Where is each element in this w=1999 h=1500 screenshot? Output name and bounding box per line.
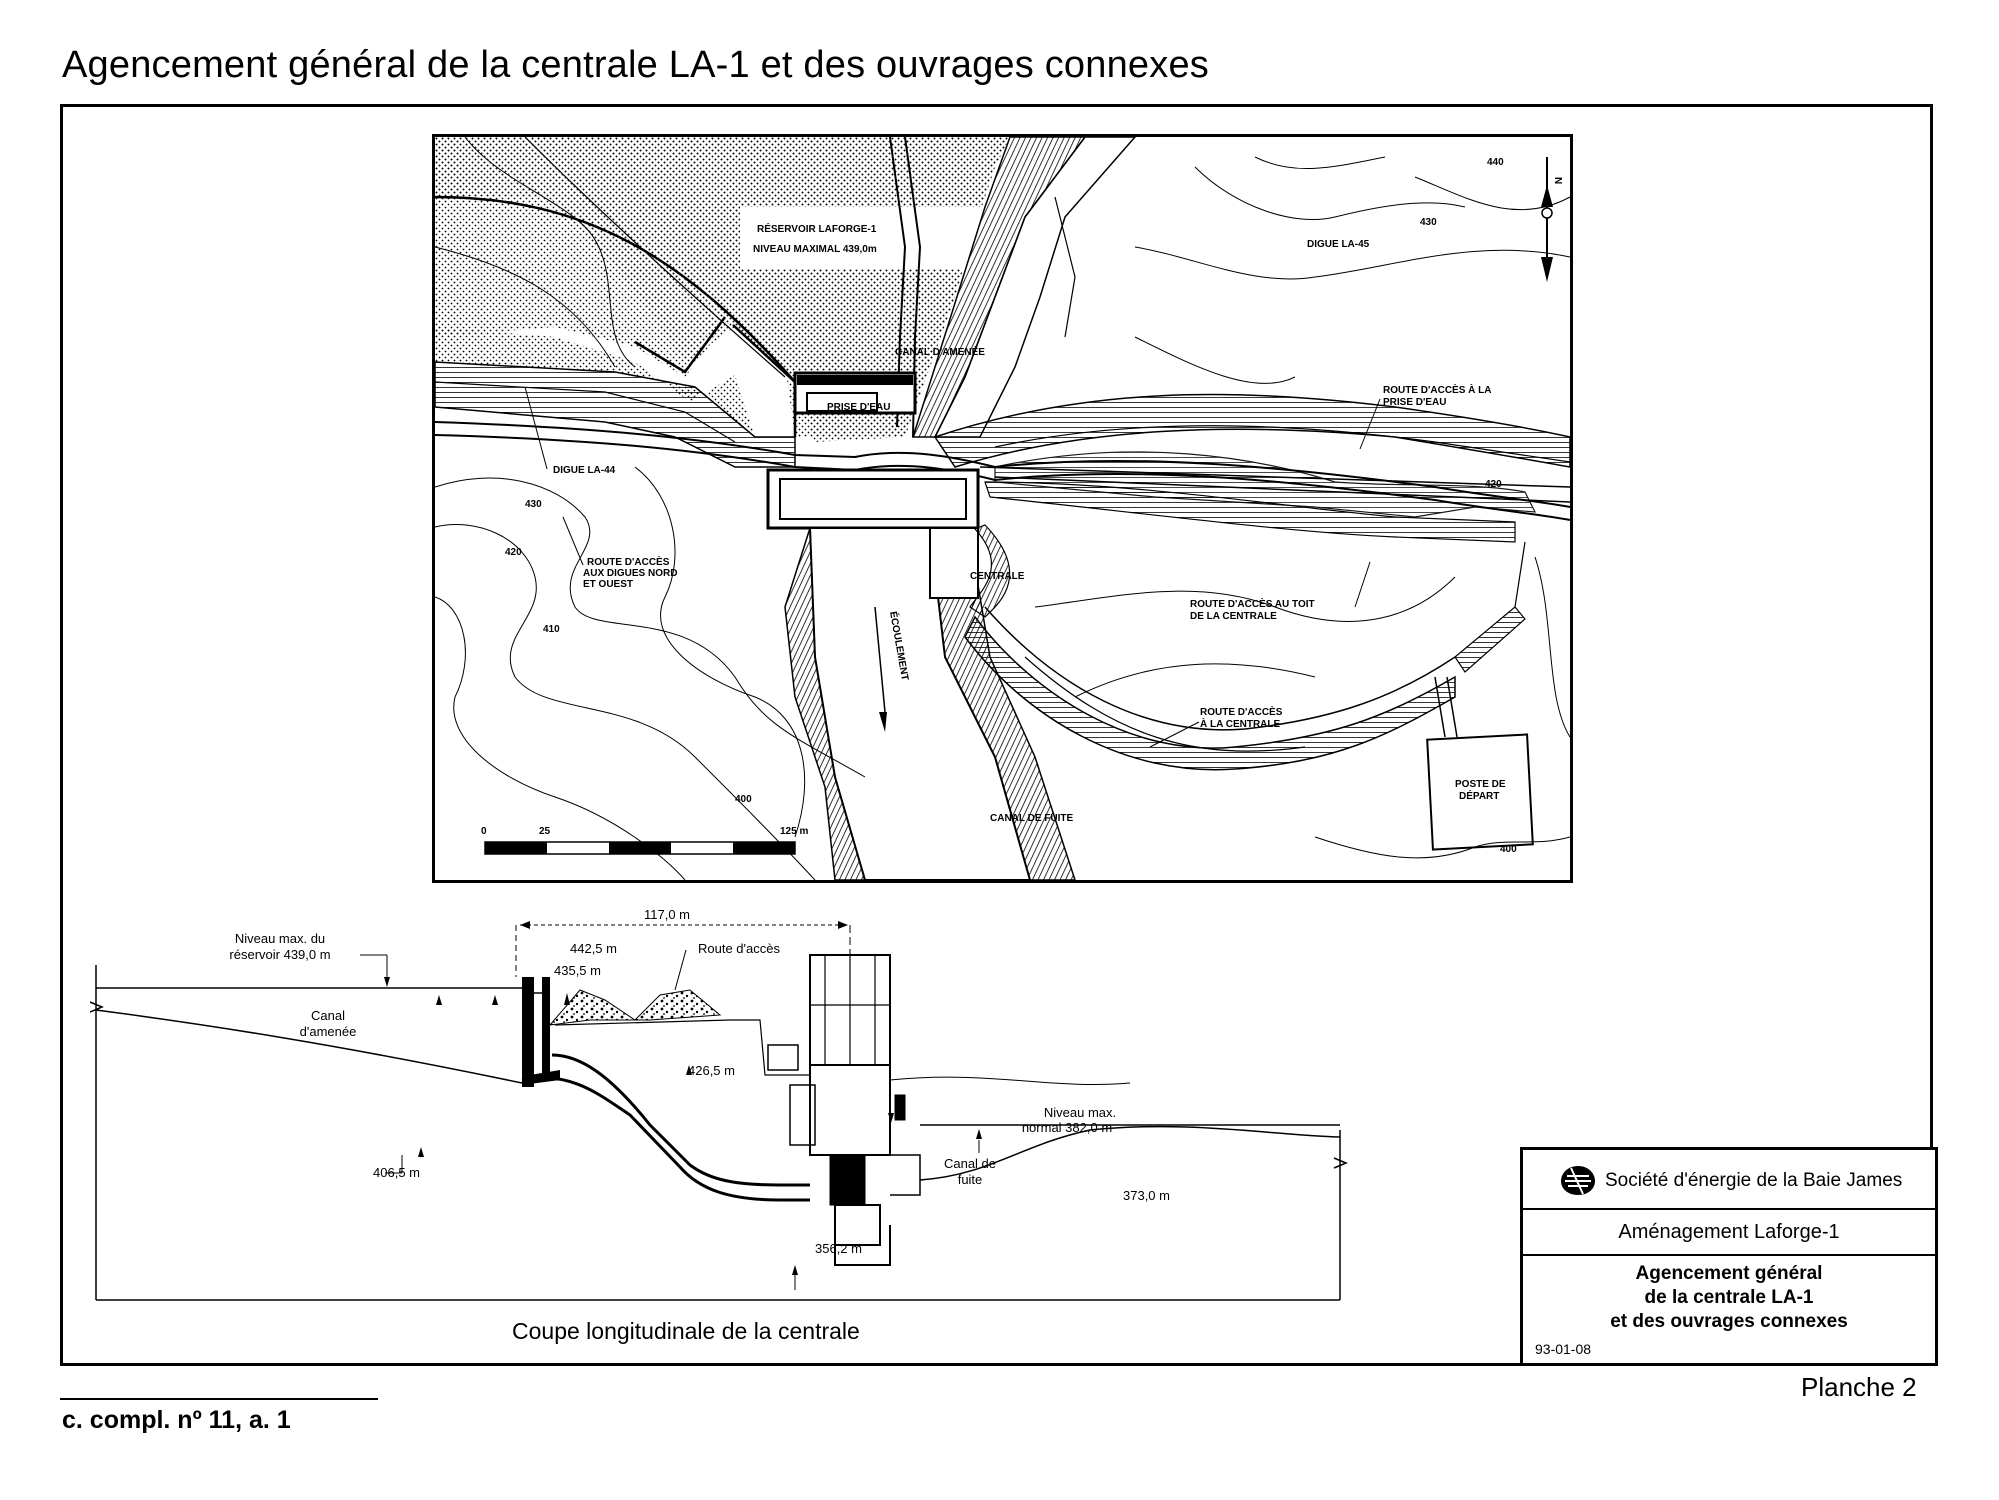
route-prise-label-2: PRISE D'EAU [1383,397,1447,408]
contour-label: 420 [1485,479,1502,490]
intake-floor-elevation: 406,5 m [373,1165,420,1180]
canal-fuite-section-2: fuite [958,1172,983,1187]
substation [1426,733,1534,851]
road-embankment [548,989,722,1026]
organization-name: Société d'énergie de la Baie James [1605,1170,1903,1191]
route-centrale-label-1: ROUTE D'ACCÈS [1200,705,1283,718]
site-plan-svg: N 0 25 125 m RÉSERVOIR LAFORGE-1 NIVEAU … [435,137,1570,880]
longitudinal-section: Niveau max. du réservoir 439,0 m Canal d… [90,895,1355,1320]
contour-label: 410 [543,624,560,635]
site-plan-map: N 0 25 125 m RÉSERVOIR LAFORGE-1 NIVEAU … [432,134,1573,883]
route-digues-label-2: AUX DIGUES NORD [583,568,677,579]
route-toit-label-2: DE LA CENTRALE [1190,611,1277,622]
scale-end: 125 m [780,826,808,837]
digue-la45-label: DIGUE LA-45 [1307,239,1370,250]
north-arrow: N [1541,157,1563,282]
contour-label: 420 [505,547,522,558]
length-dimension: 117,0 m [644,907,690,922]
drawing-frame [60,104,1933,1366]
reference-rule [60,1398,378,1400]
crest-elevation: 442,5 m [570,941,617,956]
scale-mid: 25 [539,826,551,837]
contour-lines [435,137,1570,880]
canal-amenee-section-1: Canal [311,1008,345,1023]
powerhouse-section [767,954,921,1266]
centrale-label: CENTRALE [970,571,1025,582]
prise-eau-label: PRISE D'EAU [827,402,891,413]
contour-label: 400 [735,794,752,805]
scale-start: 0 [481,826,487,837]
route-digues-label-3: ET OUEST [583,579,633,590]
poste-label-2: DÉPART [1459,789,1499,802]
canal-fuite-section-1: Canal de [944,1156,996,1171]
tail-level-label-2: normal 382,0 m [1022,1120,1112,1135]
title-block-title: Agencement général de la centrale LA-1 e… [1523,1262,1935,1334]
poste-label-1: POSTE DE [1455,779,1506,790]
route-prise-label-1: ROUTE D'ACCÈS À LA [1383,383,1492,396]
tail-level-label-1: Niveau max. [1044,1105,1116,1120]
road-to-intake [933,393,1570,468]
scale-bar: 0 25 125 m [481,826,808,855]
digue-la44-label: DIGUE LA-44 [553,465,616,476]
contour-label: 400 [1500,844,1517,855]
page-title: Agencement général de la centrale LA-1 e… [62,44,1209,86]
north-label: N [1552,177,1563,184]
reservoir-level-label-2: réservoir 439,0 m [229,947,330,962]
document-reference: c. compl. nº 11, a. 1 [62,1406,291,1434]
canal-amenee-label: CANAL D'AMENÉE [895,345,985,358]
reservoir-label-1: RÉSERVOIR LAFORGE-1 [757,222,877,235]
plate-number: Planche 2 [1801,1372,1917,1402]
deck-elevation: 426,5 m [688,1063,735,1078]
contour-label: 440 [1487,157,1504,168]
route-digues-label-1: ROUTE D'ACCÈS [587,555,670,568]
route-centrale-label-2: À LA CENTRALE [1200,717,1281,730]
road-label: Route d'accès [698,941,780,956]
reservoir-label-2: NIVEAU MAXIMAL 439,0m [753,244,877,255]
canal-amenee-section-2: d'amenée [300,1024,357,1039]
title-line-2: de la centrale LA-1 [1644,1287,1814,1308]
reservoir-level-label-1: Niveau max. du [235,931,325,946]
contour-label: 430 [1420,217,1437,228]
tail-floor-elevation: 373,0 m [1123,1188,1170,1203]
section-svg: Niveau max. du réservoir 439,0 m Canal d… [90,907,1348,1301]
project-name: Aménagement Laforge-1 [1523,1210,1935,1256]
road-level-elevation: 435,5 m [554,963,601,978]
route-toit-label-1: ROUTE D'ACCÈS AU TOIT [1190,597,1315,610]
contour-label: 430 [525,499,542,510]
title-block-organization: Société d'énergie de la Baie James [1523,1150,1935,1210]
title-block: Société d'énergie de la Baie James Aména… [1520,1147,1938,1366]
road-to-powerhouse [964,615,1456,771]
title-line-3: et des ouvrages connexes [1610,1311,1848,1332]
title-line-1: Agencement général [1635,1263,1823,1284]
draft-bottom-elevation: 356,2 m [815,1241,862,1256]
canal-fuite-label: CANAL DE FUITE [990,813,1073,824]
section-caption: Coupe longitudinale de la centrale [512,1318,860,1344]
sebj-logo-icon [1559,1164,1597,1201]
drawing-date: 93-01-08 [1535,1341,1592,1357]
